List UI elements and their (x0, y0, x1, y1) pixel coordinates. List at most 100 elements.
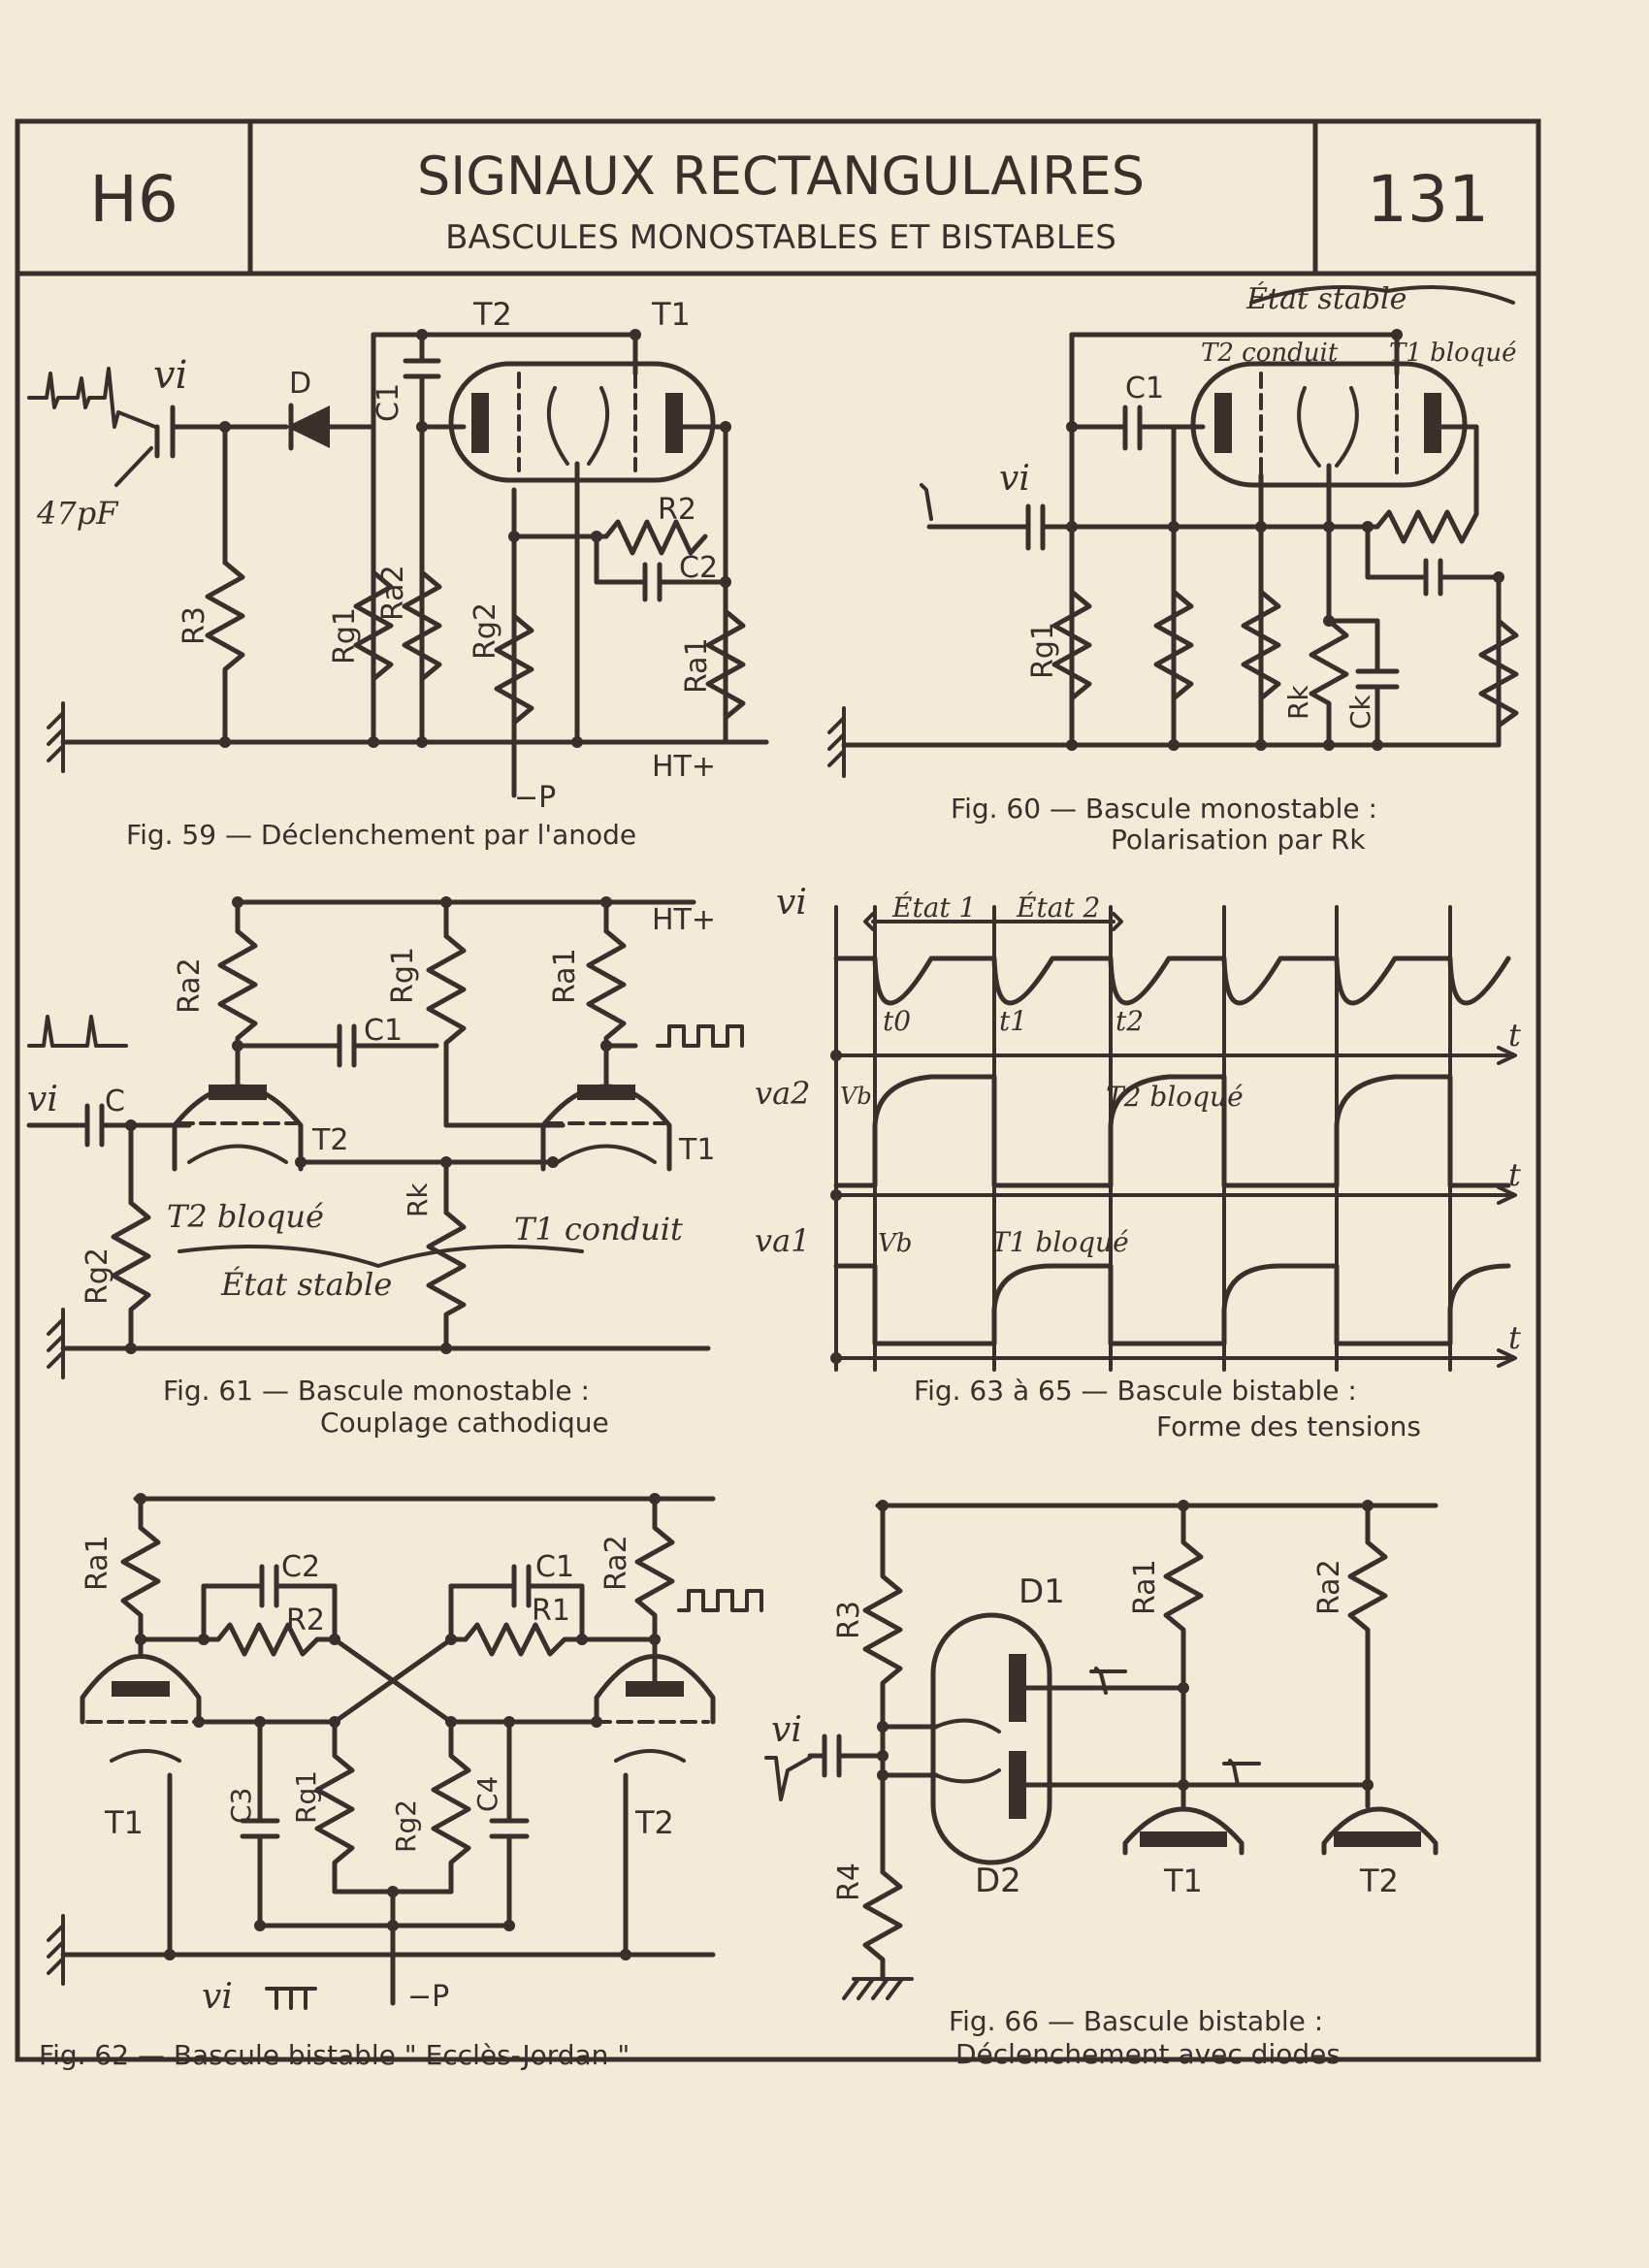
resistor-ra2 (217, 928, 258, 1094)
fig61-caption-line1: Fig. 61 — Bascule monostable : (163, 1375, 590, 1407)
fig59-label-c2: C2 (679, 551, 718, 585)
fig60-label-rk: Rk (1282, 685, 1314, 720)
fig63-label-t0: t0 (883, 1005, 911, 1037)
resistor-rg1 (314, 1719, 355, 1895)
fig59-label-vi: vi (153, 353, 187, 398)
ground-symbol (842, 1977, 914, 2000)
fig61-label-t2: T2 (311, 1123, 348, 1157)
fig63-label-t1-bloque: T1 bloqué (991, 1226, 1129, 1258)
fig59-label-c1: C1 (372, 383, 405, 422)
fig66-caption-line2: Déclenchement avec diodes (955, 2038, 1341, 2070)
fig61-label-rg1: Rg1 (386, 947, 420, 1004)
fig59-label-t2: T2 (472, 296, 512, 333)
fig63-caption-line2: Forme des tensions (1156, 1410, 1421, 1442)
fig66-label-d1: D1 (1018, 1572, 1065, 1611)
fig61-brace (178, 1245, 584, 1268)
resistor-rk (1309, 618, 1349, 748)
fig59-double-triode-envelope (448, 361, 716, 483)
fig66-label-ra1: Ra1 (1128, 1559, 1162, 1615)
fig62-label-c3: C3 (225, 1788, 257, 1824)
fig66-label-r4: R4 (832, 1863, 866, 1901)
ground-symbol (47, 701, 65, 773)
fig66-pulse-top (1089, 1667, 1127, 1695)
fig60-label-c1: C1 (1125, 372, 1164, 405)
fig62-caption: Fig. 62 — Bascule bistable " Ecclès-Jord… (39, 2039, 630, 2071)
page-title: SIGNAUX RECTANGULAIRES (417, 146, 1145, 207)
fig59-input-pulse (27, 367, 157, 429)
fig60-label-vi: vi (999, 459, 1030, 499)
fig63-label-etat1: État 1 (891, 891, 976, 923)
ground-symbol (47, 1308, 65, 1379)
fig63-label-t-axis3: t (1508, 1319, 1521, 1356)
fig61-label-ra1: Ra1 (548, 948, 582, 1004)
fig59-label-r3: R3 (178, 606, 211, 645)
resistor-rg1 (353, 569, 394, 682)
fig63-label-va1: va1 (755, 1222, 811, 1259)
ground-symbol (827, 706, 846, 778)
fig61-label-t2-bloque: T2 bloqué (167, 1198, 324, 1235)
fig62-label-vi: vi (202, 1977, 233, 2017)
fig63-label-t2-bloque: T2 bloqué (1106, 1081, 1244, 1113)
fig66-input-pulse (764, 1756, 812, 1801)
resistor-r3 (862, 1503, 903, 1875)
fig59-label-ra1: Ra1 (680, 637, 714, 694)
fig62-label-t1: T1 (104, 1804, 144, 1841)
fig59-label-ht: HT+ (652, 750, 716, 784)
resistor-ra1 (1163, 1503, 1204, 1809)
fig61-label-vi: vi (27, 1080, 58, 1119)
page-frame (15, 118, 1541, 2062)
fig63-caption-line1: Fig. 63 à 65 — Bascule bistable : (914, 1375, 1357, 1407)
fig66-label-ra2: Ra2 (1312, 1559, 1346, 1615)
resistor-rg2 (111, 1200, 151, 1351)
fig62-label-c4: C4 (471, 1776, 503, 1812)
fig61-label-t1-conduit: T1 conduit (514, 1211, 683, 1247)
fig63-label-vb-top: Vb (840, 1083, 872, 1110)
fig62-input-pulses (265, 1987, 317, 2010)
fig62-label-r1: R1 (532, 1594, 570, 1628)
fig59-label-r2: R2 (658, 493, 696, 527)
fig62-triode-t2 (594, 1654, 716, 1725)
fig62-label-t2: T2 (634, 1804, 674, 1841)
fig63-trace-vi (833, 956, 1511, 1006)
resistor-r3 (205, 560, 245, 745)
fig61-label-ra2: Ra2 (173, 957, 207, 1014)
fig61-output-square-wave (656, 1024, 744, 1048)
fig59-label-rg2: Rg2 (469, 602, 502, 660)
fig66-label-t2: T2 (1359, 1863, 1399, 1899)
fig61-label-rk: Rk (402, 1183, 434, 1217)
fig60-caption-line1: Fig. 60 — Bascule monostable : (951, 793, 1377, 825)
fig60-caption-line2: Polarisation par Rk (1111, 824, 1366, 856)
fig60-label-rg1: Rg1 (1026, 622, 1060, 679)
resistor-ra1 (120, 1496, 161, 1657)
fig62-label-minus-p: −P (407, 1980, 449, 2014)
resistor-ra2 (402, 569, 442, 682)
fig63-label-t2: t2 (1116, 1005, 1144, 1037)
fig63-label-etat2: État 2 (1016, 891, 1100, 923)
fig59-label-minus-p: −P (514, 781, 556, 815)
resistor-r1 (448, 1622, 585, 1657)
fig63-label-t-axis2: t (1508, 1156, 1521, 1193)
fig66-label-t1: T1 (1163, 1863, 1203, 1899)
fig66-label-d2: D2 (975, 1862, 1021, 1900)
fig62-output-square-wave (677, 1589, 763, 1612)
fig59-label-47pf: 47pF (36, 495, 119, 532)
resistor-rg1 (426, 933, 467, 1128)
fig61-label-etat-stable: État stable (220, 1266, 392, 1303)
resistor-r2 (201, 1622, 338, 1657)
fig63-diagram: vi État 1 État 2 t0 t1 t2 t va2 Vb T2 bl… (755, 883, 1521, 1442)
fig62-label-r2: R2 (286, 1604, 325, 1637)
fig60-label-etat-stable: État stable (1245, 281, 1406, 316)
fig61-caption-line2: Couplage cathodique (320, 1407, 609, 1439)
fig63-label-vb-bottom: Vb (878, 1229, 912, 1258)
fig60-input-pulse (920, 483, 933, 521)
fig59-caption: Fig. 59 — Déclenchement par l'anode (126, 819, 636, 851)
fig60-brace (1249, 285, 1515, 305)
fig66-pulse-bottom (1222, 1759, 1261, 1787)
fig59-label-d: D (289, 367, 311, 401)
fig61-label-c: C (105, 1085, 125, 1118)
fig59-diagram: vi 47pF D T2 T1 C1 R2 C2 R3 Rg1 Ra2 Rg2 … (27, 296, 769, 851)
fig60-label-t1-bloque: T1 bloqué (1389, 339, 1517, 368)
fig61-input-pulse (27, 1015, 128, 1048)
fig59-label-ra2: Ra2 (376, 565, 410, 621)
fig62-label-ra2: Ra2 (599, 1535, 633, 1591)
